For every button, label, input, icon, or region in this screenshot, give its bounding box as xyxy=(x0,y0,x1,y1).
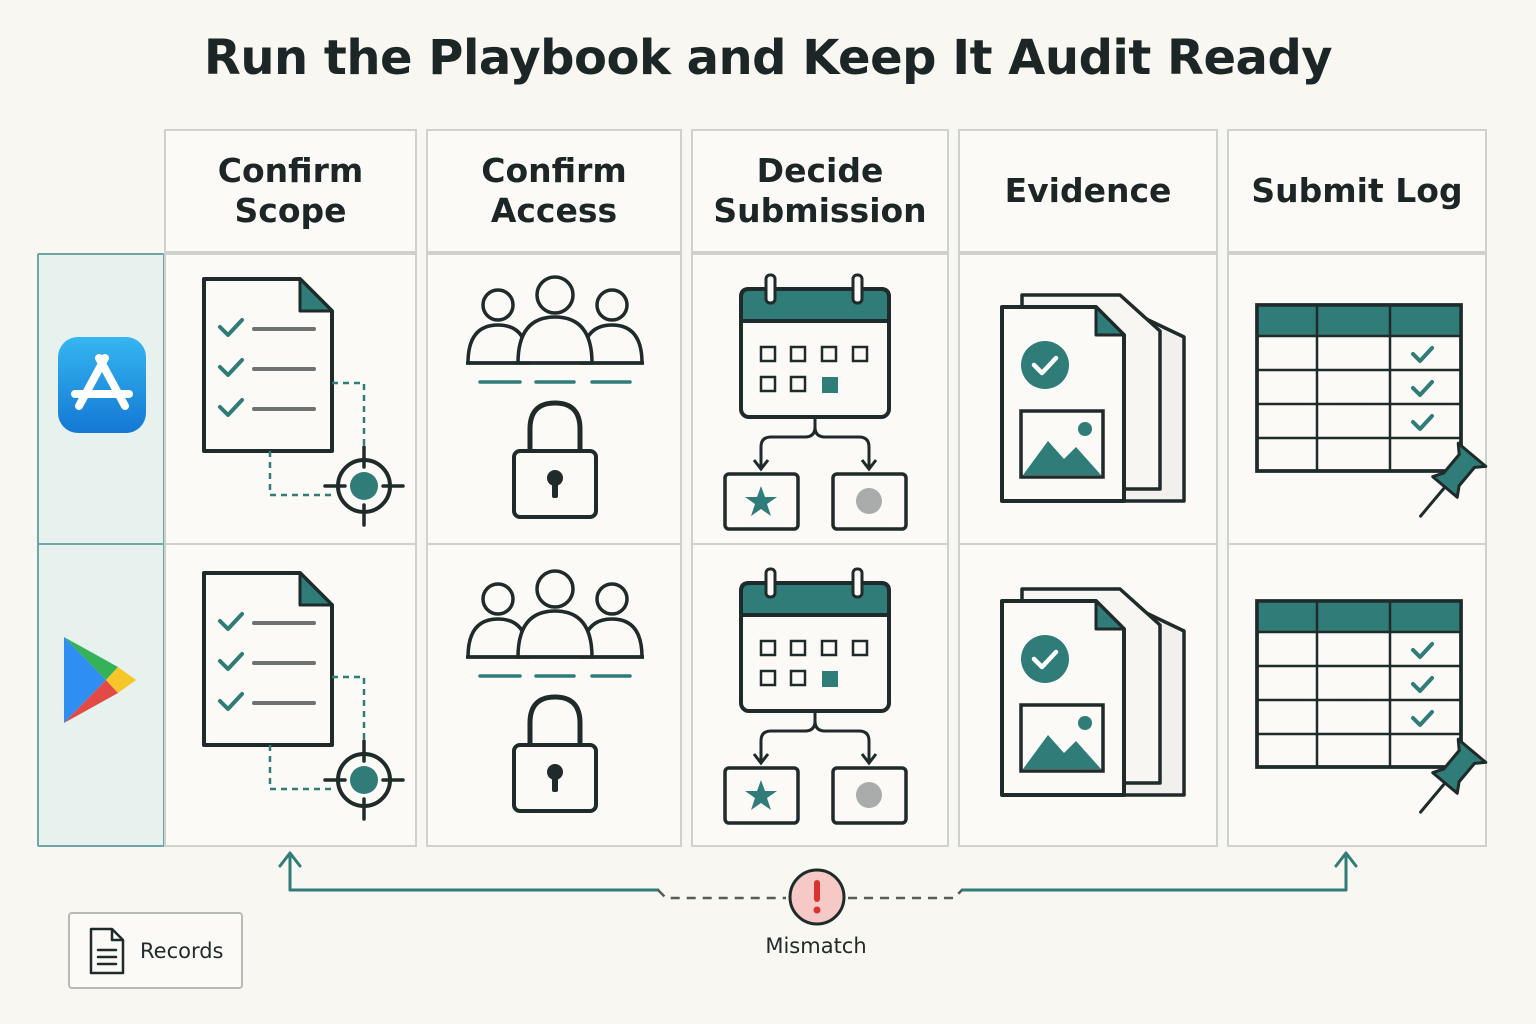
app-store-icon xyxy=(58,337,146,433)
calendar-decision-icon xyxy=(723,567,908,825)
team-lock-icon xyxy=(466,569,644,813)
column-header-submit-log: Submit Log xyxy=(1227,129,1487,253)
checklist-target-icon xyxy=(202,571,405,821)
mismatch-label: Mismatch xyxy=(765,934,867,958)
column-header-confirm-access: Confirm Access xyxy=(426,129,682,253)
cell-app-store-decide-submission xyxy=(691,253,949,545)
cell-app-store-confirm-scope xyxy=(164,253,417,545)
cell-google-play-submit-log xyxy=(1227,543,1488,847)
records-button[interactable]: Records xyxy=(68,912,243,989)
cell-app-store-evidence xyxy=(958,253,1218,545)
mismatch-flow-connector xyxy=(278,851,1358,926)
evidence-documents-icon xyxy=(1000,293,1186,503)
cell-google-play-evidence xyxy=(958,543,1218,847)
log-table-pin-icon xyxy=(1255,599,1488,814)
evidence-documents-icon xyxy=(1000,587,1186,797)
team-lock-icon xyxy=(466,275,644,519)
google-play-icon xyxy=(64,637,136,723)
platform-divider xyxy=(37,543,165,545)
cell-google-play-decide-submission xyxy=(691,543,949,847)
column-header-evidence: Evidence xyxy=(958,129,1218,253)
cell-google-play-confirm-scope xyxy=(164,543,417,847)
log-table-pin-icon xyxy=(1255,303,1488,518)
calendar-decision-icon xyxy=(723,273,908,531)
records-label: Records xyxy=(140,938,224,963)
cell-app-store-submit-log xyxy=(1227,253,1488,545)
page-title: Run the Playbook and Keep It Audit Ready xyxy=(203,30,1333,86)
cell-google-play-confirm-access xyxy=(426,543,682,847)
column-header-confirm-scope: Confirm Scope xyxy=(164,129,417,253)
document-icon xyxy=(89,927,125,974)
checklist-target-icon xyxy=(202,277,405,527)
column-header-decide-submission: Decide Submission xyxy=(691,129,949,253)
cell-app-store-confirm-access xyxy=(426,253,682,545)
